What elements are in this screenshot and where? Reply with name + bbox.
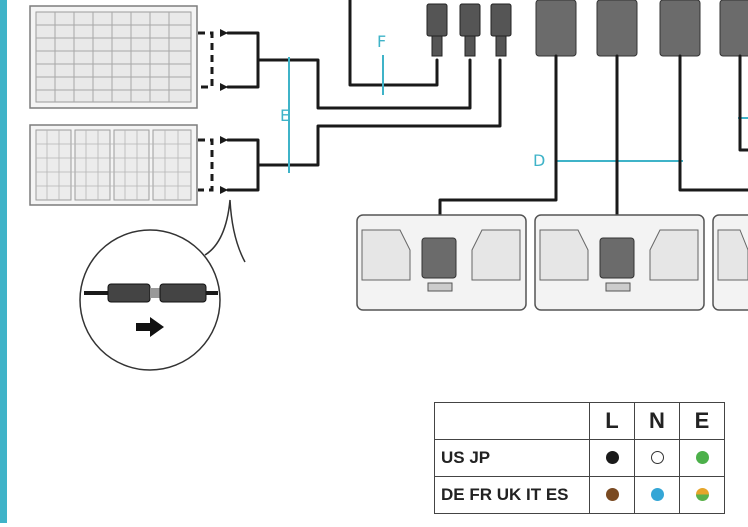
legend-row: US JP (434, 439, 725, 477)
mc4-connector-icon (84, 283, 218, 303)
label-e: E (280, 106, 291, 125)
legend-header-l: L (589, 402, 635, 440)
color-dot-white (650, 451, 664, 465)
connector-callout (79, 199, 246, 371)
color-dot-blue (650, 488, 664, 502)
wire-d3 (678, 54, 748, 192)
solar-panel-icon (29, 124, 198, 206)
wire-f (348, 0, 439, 87)
wire-color-legend: L N E US JP DE FR UK IT ES (434, 402, 725, 514)
wire-panel2 (256, 58, 502, 167)
wire-panel1 (256, 58, 472, 110)
legend-region: DE FR UK IT ES (434, 476, 590, 514)
label-f: F (377, 32, 387, 51)
battery-unit-icon (534, 214, 705, 311)
battery-unit-icon (356, 214, 527, 311)
color-dot-green-yellow (695, 488, 709, 502)
mc4-connector-icon (426, 3, 512, 57)
color-dot-brown (605, 488, 619, 502)
panel-leads (198, 29, 260, 194)
label-d: D (533, 151, 546, 170)
legend-header-e: E (679, 402, 725, 440)
page-edge-bar (0, 0, 7, 523)
legend-region: US JP (434, 439, 590, 477)
battery-unit-icon (712, 214, 748, 311)
wire-d4 (738, 54, 748, 152)
legend-header-n: N (634, 402, 680, 440)
arrow-right-icon (136, 317, 164, 337)
legend-header-blank (434, 402, 590, 440)
color-dot-green (695, 451, 709, 465)
color-dot-black (605, 451, 619, 465)
solar-panel-icon (29, 5, 198, 109)
legend-header-row: L N E (434, 402, 725, 440)
legend-row: DE FR UK IT ES (434, 476, 725, 514)
inverter-plug-icon (535, 0, 748, 57)
